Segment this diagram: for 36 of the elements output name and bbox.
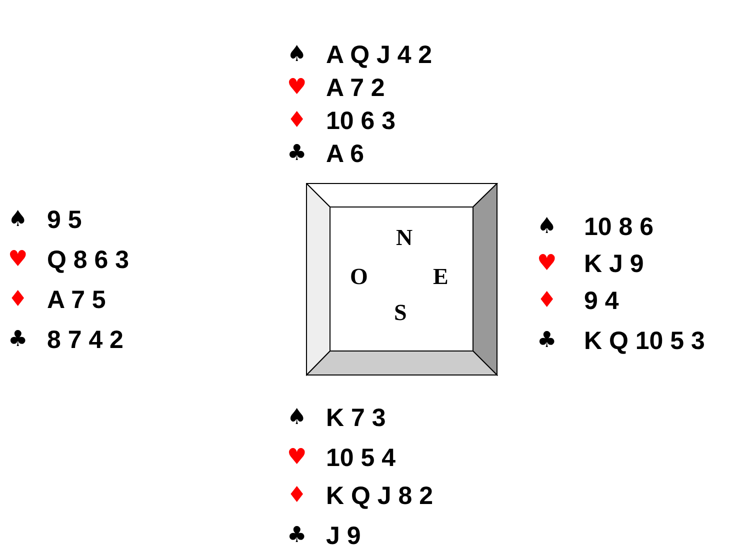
card-list: K Q 10 5 3	[584, 326, 705, 356]
card-list: Q 8 6 3	[47, 245, 129, 275]
card-list: A 7 5	[47, 285, 106, 315]
card-list: 10 8 6	[584, 212, 654, 242]
suit-symbol: ♣	[287, 522, 307, 547]
suit-symbol: ♣	[537, 327, 557, 355]
suit-symbol: ♥	[537, 250, 557, 278]
suit-symbol: ♥	[287, 444, 307, 472]
suit-symbol: ♠	[537, 213, 557, 241]
suit-symbol: ♠	[8, 206, 28, 234]
card-list: J 9	[326, 521, 361, 547]
card-list: A Q J 4 2	[326, 40, 432, 70]
card-list: 9 5	[47, 205, 82, 235]
suit-symbol: ♦	[287, 482, 307, 510]
suit-symbol: ♦	[537, 287, 557, 315]
card-list: 10 6 3	[326, 106, 396, 136]
suit-symbol: ♦	[8, 286, 28, 314]
compass-letter: N	[396, 226, 413, 250]
card-list: K Q J 8 2	[326, 481, 433, 511]
compass-letter: O	[350, 265, 368, 289]
suit-symbol: ♥	[287, 74, 307, 102]
card-list: K J 9	[584, 249, 644, 279]
suit-symbol: ♣	[287, 140, 307, 168]
suit-symbol: ♥	[8, 246, 28, 274]
suit-symbol: ♦	[287, 107, 307, 135]
suit-symbol: ♠	[287, 404, 307, 432]
suit-symbol: ♠	[287, 41, 307, 69]
suit-symbol: ♣	[8, 326, 28, 354]
card-list: K 7 3	[326, 403, 386, 433]
card-list: 8 7 4 2	[47, 325, 124, 355]
compass-letter: E	[433, 265, 448, 289]
compass-letter: S	[394, 301, 407, 325]
card-list: 10 5 4	[326, 443, 396, 473]
card-list: 9 4	[584, 286, 619, 316]
card-list: A 7 2	[326, 73, 385, 103]
card-list: A 6	[326, 139, 364, 169]
